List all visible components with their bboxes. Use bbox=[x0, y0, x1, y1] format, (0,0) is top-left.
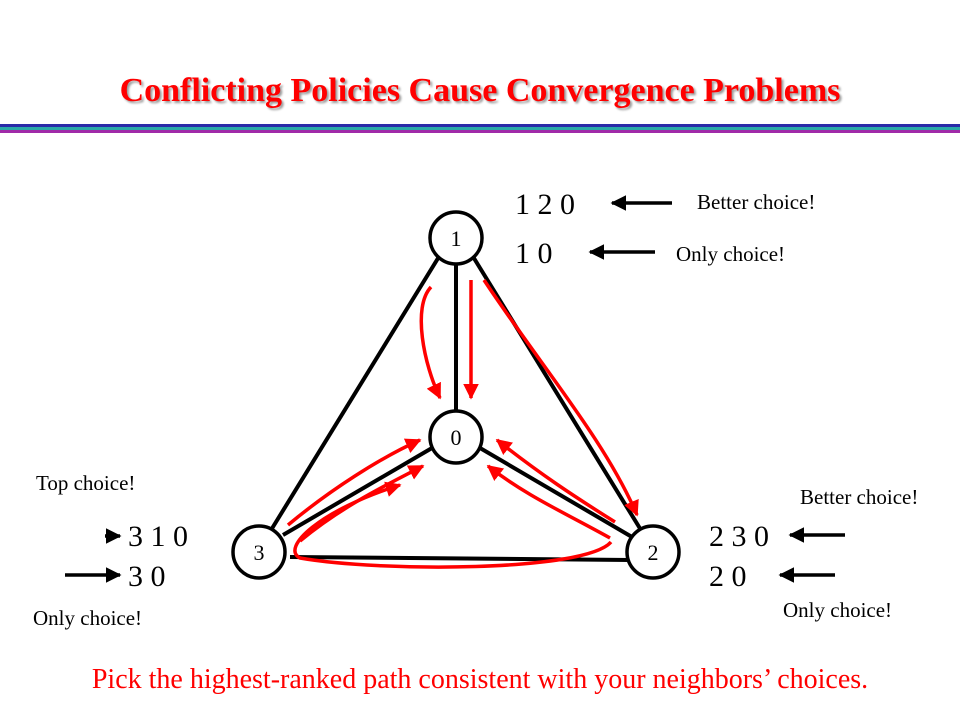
arrow-1-to-0-curved bbox=[419, 285, 442, 400]
node-3-note-primary: Top choice! bbox=[36, 471, 136, 495]
node-1-note-primary: Better choice! bbox=[697, 190, 816, 214]
slide-title: Conflicting Policies Cause Convergence P… bbox=[119, 72, 841, 109]
node-2-path-primary: 2 3 0 bbox=[709, 520, 769, 553]
node-1-path-primary: 1 2 0 bbox=[515, 188, 575, 221]
arrow-2-to-0 bbox=[495, 438, 616, 524]
title-rule-blue bbox=[0, 124, 960, 127]
node-1-label: 1 bbox=[451, 226, 462, 251]
arrow-2-around-to-3 bbox=[293, 481, 613, 569]
node-2-note-secondary: Only choice! bbox=[783, 598, 893, 622]
node-2-label: 2 bbox=[648, 540, 659, 565]
node-3-label: 3 bbox=[254, 540, 265, 565]
node-3-path-primary: 3 1 0 bbox=[128, 520, 188, 553]
arrow-1-toward-2 bbox=[482, 279, 639, 517]
node-2: 2 bbox=[625, 524, 681, 580]
node-1-path-secondary: 1 0 bbox=[515, 237, 553, 270]
node-0: 0 bbox=[428, 409, 484, 465]
node-2-path-secondary: 2 0 bbox=[709, 560, 747, 593]
arrow-3-to-0 bbox=[286, 438, 422, 527]
title-rule-purple bbox=[0, 130, 960, 133]
node-3-path-secondary: 3 0 bbox=[128, 560, 166, 593]
arrow-3-to-0-lower bbox=[298, 464, 425, 543]
node-2-note-primary: Better choice! bbox=[800, 485, 919, 509]
title-rule-teal bbox=[0, 127, 960, 130]
link-1-3 bbox=[266, 253, 442, 537]
link-3-0 bbox=[281, 446, 434, 537]
node-1-note-secondary: Only choice! bbox=[676, 242, 786, 266]
node-1: 1 bbox=[428, 210, 484, 266]
node-3-note-secondary: Only choice! bbox=[33, 606, 143, 630]
footer-caption: Pick the highest-ranked path consistent … bbox=[91, 664, 869, 695]
node-3: 3 bbox=[231, 524, 287, 580]
link-2-0 bbox=[478, 446, 634, 539]
node-0-label: 0 bbox=[451, 425, 462, 450]
link-3-2 bbox=[289, 555, 631, 562]
arrow-2-to-0-lower bbox=[486, 464, 611, 540]
